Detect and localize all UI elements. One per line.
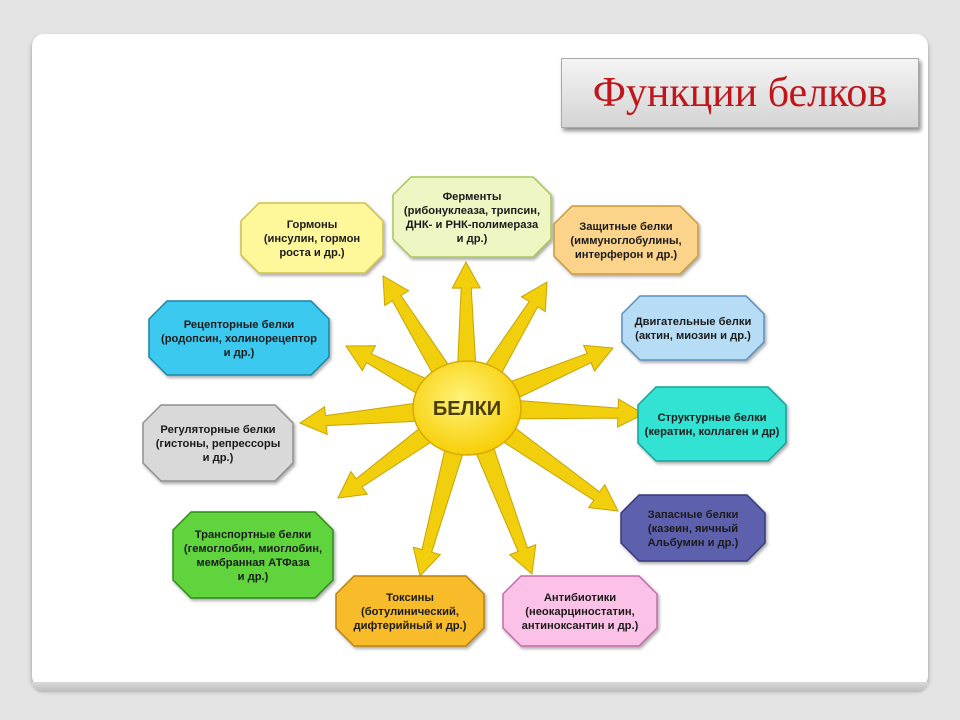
node-protective: Защитные белки (иммуноглобулины, интерферо… <box>553 205 699 275</box>
slide-title: Функции белков <box>592 70 888 116</box>
node-shape <box>621 295 765 361</box>
node-shape <box>240 202 384 274</box>
node-text-line: Регуляторные белки <box>160 424 275 436</box>
node-text-line: (родопсин, холинорецептор <box>161 333 317 345</box>
node-hormones: Гормоны (инсулин, гормон роста и др.) <box>240 202 384 274</box>
node-text-line: (инсулин, гормон <box>264 233 360 245</box>
node-text-line: (гистоны, репрессоры <box>156 438 281 450</box>
node-antibiotics: Антибиотики (неокарциностатин, антиноксант… <box>502 575 658 647</box>
node-text-line: антиноксантин и др.) <box>522 620 639 632</box>
node-regulatory: Регуляторные белки (гистоны, репрессоры и … <box>142 404 294 482</box>
node-text-line: Транспортные белки <box>195 529 312 541</box>
node-receptor: Рецепторные белки (родопсин, холинорецепт… <box>148 300 330 376</box>
node-transport: Транспортные белки (гемоглобин, миоглобин… <box>172 511 334 599</box>
node-text-line: Антибиотики <box>544 592 616 604</box>
node-text-line: дифтерийный и др.) <box>354 620 467 632</box>
node-text-line: интерферон и др.) <box>575 249 678 261</box>
node-text-line: Защитные белки <box>579 221 673 233</box>
node-shape <box>553 205 699 275</box>
node-text-line: Структурные белки <box>657 412 766 424</box>
title-box: Функции белков <box>561 58 919 128</box>
node-shape <box>172 511 334 599</box>
node-text-line: мембранная АТФаза <box>196 557 310 569</box>
node-text-line: (казеин, яичный <box>648 523 738 535</box>
node-shape <box>620 494 766 562</box>
node-shape <box>335 575 485 647</box>
center-label: БЕЛКИ <box>433 398 501 420</box>
node-text-line: (ботулинический, <box>361 606 459 618</box>
node-structural: Структурные белки (кератин, коллаген и др… <box>637 386 787 462</box>
node-text-line: и др.) <box>457 233 488 245</box>
node-shape <box>392 176 552 258</box>
node-shape <box>142 404 294 482</box>
sun-circle <box>412 360 522 456</box>
node-text-line: Токсины <box>386 592 434 604</box>
node-text-line: Альбумин и др.) <box>648 537 739 549</box>
node-text-line: Запасные белки <box>648 509 739 521</box>
slide-bottom-edge <box>32 682 928 692</box>
node-text-line: (гемоглобин, миоглобин, <box>184 543 322 555</box>
node-text-line: и др.) <box>238 571 269 583</box>
node-motor: Двигательные белки (актин, миозин и др.) <box>621 295 765 361</box>
node-text-line: и др.) <box>203 452 234 464</box>
node-text-line: (кератин, коллаген и др) <box>645 426 780 438</box>
node-text-line: роста и др.) <box>279 247 345 259</box>
node-toxins: Токсины (ботулинический, дифтерийный и др.… <box>335 575 485 647</box>
node-text-line: (иммуноглобулины, <box>570 235 681 247</box>
node-text-line: (актин, миозин и др.) <box>635 330 751 342</box>
node-shape <box>502 575 658 647</box>
node-enzymes: Ферменты (рибонуклеаза, трипсин, ДНК- и РН… <box>392 176 552 258</box>
center-sun: БЕЛКИ <box>412 360 522 456</box>
node-text-line: ДНК- и РНК-полимераза <box>406 219 539 231</box>
node-text-line: Двигательные белки <box>635 316 752 328</box>
node-text-line: (рибонуклеаза, трипсин, <box>404 205 540 217</box>
node-shape <box>637 386 787 462</box>
node-text-line: Ферменты <box>443 191 502 203</box>
node-text-line: Гормоны <box>287 219 338 231</box>
node-shape <box>148 300 330 376</box>
node-text-line: Рецепторные белки <box>184 319 295 331</box>
function-nodes: Ферменты (рибонуклеаза, трипсин, ДНК- и РН… <box>142 176 787 647</box>
node-text-line: и др.) <box>224 347 255 359</box>
node-text-line: (неокарциностатин, <box>525 606 635 618</box>
